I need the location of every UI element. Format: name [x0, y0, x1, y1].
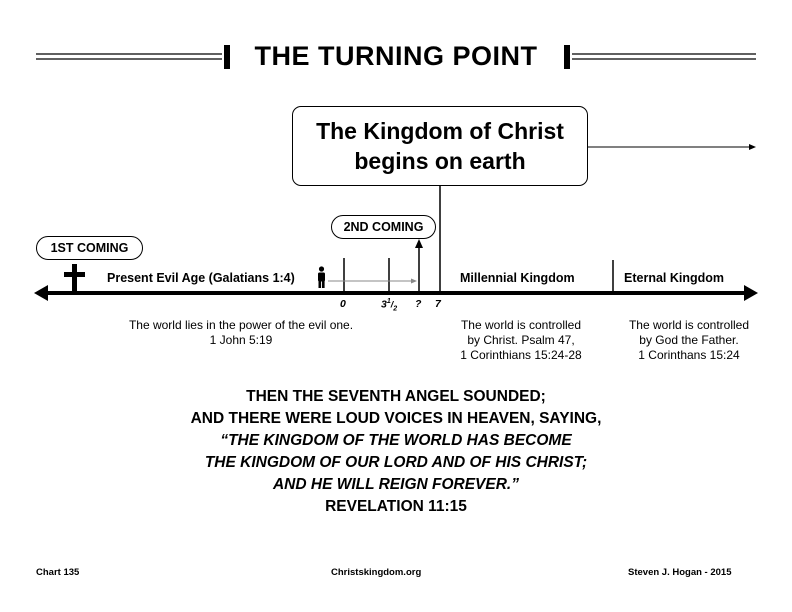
present-desc-line-2: 1 John 5:19	[209, 333, 273, 347]
second-coming-label: 2ND COMING	[331, 215, 436, 239]
verse-line-2: AND THERE WERE LOUD VOICES IN HEAVEN, SA…	[190, 410, 602, 427]
title-decorations	[36, 45, 756, 69]
first-coming-label: 1ST COMING	[36, 236, 143, 260]
tick-midpoint-numerator: 1	[386, 298, 391, 305]
title-rule-left	[36, 45, 230, 69]
title-rule-right	[564, 45, 756, 69]
verse-line-1: THEN THE SEVENTH ANGEL SOUNDED;	[246, 388, 546, 405]
eternal-description: The world is controlled by God the Fathe…	[614, 318, 764, 363]
eternal-desc-line-2: by God the Father.	[639, 333, 739, 347]
tick-midpoint-whole: 3	[381, 298, 387, 311]
main-timeline-arrow	[34, 285, 758, 301]
millennial-desc-line-2: by Christ. Psalm 47,	[467, 333, 575, 347]
millennial-description: The world is controlled by Christ. Psalm…	[446, 318, 596, 363]
kingdom-box-line-2: begins on earth	[354, 148, 526, 174]
revelation-verse: THEN THE SEVENTH ANGEL SOUNDED; AND THER…	[96, 386, 696, 518]
eternal-kingdom-label: Eternal Kingdom	[624, 271, 725, 285]
second-coming-arrow	[415, 239, 423, 293]
timeline-diagram	[34, 144, 758, 301]
kingdom-forward-arrow	[588, 144, 756, 150]
eternal-desc-line-1: The world is controlled	[628, 318, 750, 332]
millennial-desc-line-1: The world is controlled	[460, 318, 582, 332]
tick-7-label: 7	[435, 298, 441, 310]
present-age-description: The world lies in the power of the evil …	[96, 318, 386, 348]
author-credit: Steven J. Hogan - 2015	[628, 567, 732, 578]
millennial-kingdom-label: Millennial Kingdom	[460, 271, 575, 285]
millennial-desc-line-3: 1 Corinthians 15:24-28	[460, 348, 582, 362]
verse-line-3: “THE KINGDOM OF THE WORLD HAS BECOME	[220, 432, 572, 449]
verse-line-5: AND HE WILL REIGN FOREVER.”	[272, 476, 519, 493]
kingdom-of-christ-box: The Kingdom of Christ begins on earth	[292, 106, 588, 186]
present-desc-line-1: The world lies in the power of the evil …	[128, 318, 354, 332]
tick-midpoint-label: 31/2	[381, 298, 398, 313]
eternal-desc-line-3: 1 Corinthans 15:24	[638, 348, 740, 362]
kingdom-box-line-1: The Kingdom of Christ	[316, 118, 564, 144]
tick-unknown-label: ?	[415, 298, 422, 310]
website-label: Christskingdom.org	[331, 567, 422, 578]
verse-line-4: THE KINGDOM OF OUR LORD AND OF HIS CHRIS…	[204, 454, 588, 471]
page-title: THE TURNING POINT	[254, 41, 538, 71]
chart-number: Chart 135	[36, 567, 80, 578]
tick-midpoint-denominator: 2	[393, 305, 398, 313]
tick-0-label: 0	[340, 298, 346, 310]
verse-reference: REVELATION 11:15	[325, 498, 467, 515]
present-evil-age-label: Present Evil Age (Galatians 1:4)	[107, 271, 295, 285]
tribulation-arrow	[328, 278, 417, 284]
cross-icon	[64, 264, 85, 293]
person-icon	[318, 266, 325, 288]
